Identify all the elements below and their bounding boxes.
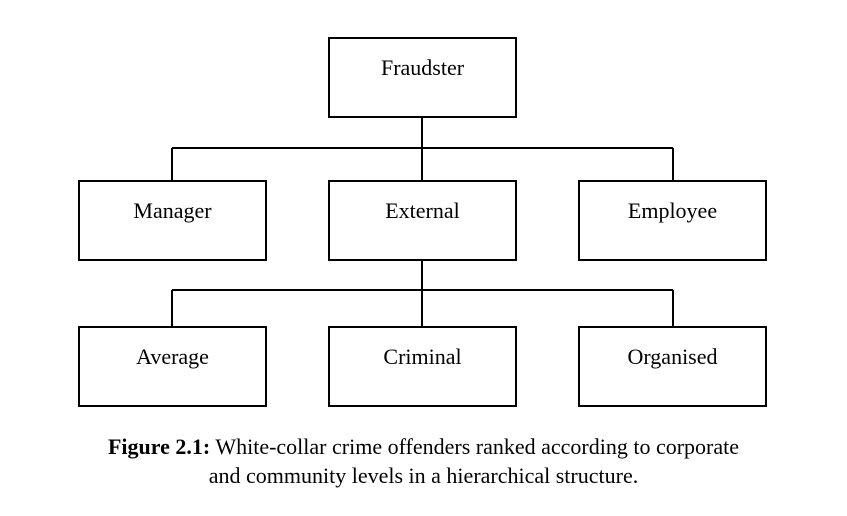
node-external-label: External [385,198,460,223]
node-organised-label: Organised [627,344,718,369]
node-organised: Organised [578,326,767,407]
node-employee-label: Employee [627,198,718,223]
figure-caption-separator: : [202,434,211,459]
node-fraudster-label: Fraudster [380,55,465,80]
node-criminal-label: Criminal [383,344,462,369]
node-external: External [328,180,517,261]
node-employee: Employee [578,180,767,261]
node-fraudster: Fraudster [328,37,517,118]
figure-caption-label: Figure 2.1 [107,434,203,459]
node-manager: Manager [78,180,267,261]
figure-caption-text-line2: and community levels in a hierarchical s… [208,463,639,488]
node-average: Average [78,326,267,407]
node-average-label: Average [136,344,209,369]
figure-caption-text-line1: White-collar crime offenders ranked acco… [210,434,740,459]
figure-caption: Figure 2.1: White-collar crime offenders… [40,432,807,490]
node-criminal: Criminal [328,326,517,407]
node-manager-label: Manager [133,198,212,223]
